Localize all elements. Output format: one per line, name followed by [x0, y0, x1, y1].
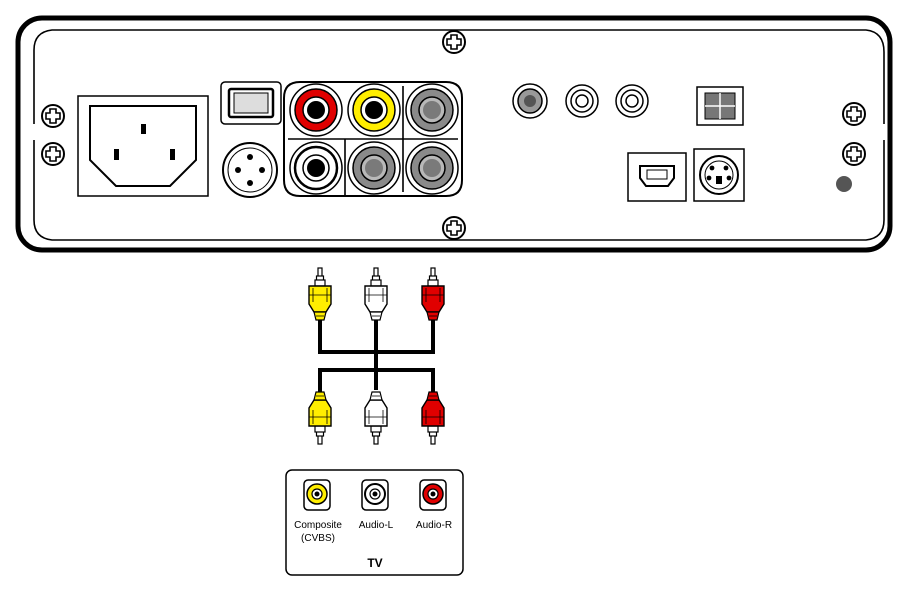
coax-jack-icon	[616, 85, 648, 117]
screw-icon	[443, 31, 465, 53]
tv-label-audio-l: Audio-L	[359, 520, 394, 531]
rca-gray-jack	[406, 142, 458, 194]
tv-jack-audio-r	[420, 480, 446, 510]
rca-plug-red	[422, 392, 444, 444]
din-port-icon	[223, 143, 277, 197]
rca-plug-yellow	[309, 268, 331, 320]
screw-icon	[42, 105, 64, 127]
tv-jack-composite	[304, 480, 330, 510]
coax-jack-icon	[513, 84, 547, 118]
tv-label-cvbs: (CVBS)	[301, 533, 335, 544]
rca-red-jack	[290, 84, 342, 136]
rca-plug-white	[365, 268, 387, 320]
tv-label-audio-r: Audio-R	[416, 520, 452, 531]
rca-gray-jack	[406, 84, 458, 136]
rca-jack-block	[284, 82, 462, 196]
coax-jack-icon	[566, 85, 598, 117]
svideo-port-icon	[694, 149, 744, 201]
power-switch[interactable]	[221, 82, 281, 124]
rca-white-jack	[290, 142, 342, 194]
screw-icon	[843, 143, 865, 165]
screw-icon	[42, 143, 64, 165]
rca-yellow-jack	[348, 84, 400, 136]
tv-label-composite: Composite	[294, 520, 342, 531]
usb-port-icon	[628, 153, 686, 201]
screw-icon	[843, 103, 865, 125]
rca-plug-red	[422, 268, 444, 320]
rca-plug-white	[365, 392, 387, 444]
av-cable	[320, 318, 433, 392]
led-indicator	[836, 176, 852, 192]
screw-icon	[443, 217, 465, 239]
rca-plug-yellow	[309, 392, 331, 444]
tv-title: TV	[367, 556, 382, 570]
optical-port-icon	[697, 87, 743, 125]
tv-input-panel: Composite (CVBS) Audio-L Audio-R TV	[286, 470, 463, 575]
power-inlet-icon	[78, 96, 208, 196]
rca-gray-jack	[348, 142, 400, 194]
tv-jack-audio-l	[362, 480, 388, 510]
